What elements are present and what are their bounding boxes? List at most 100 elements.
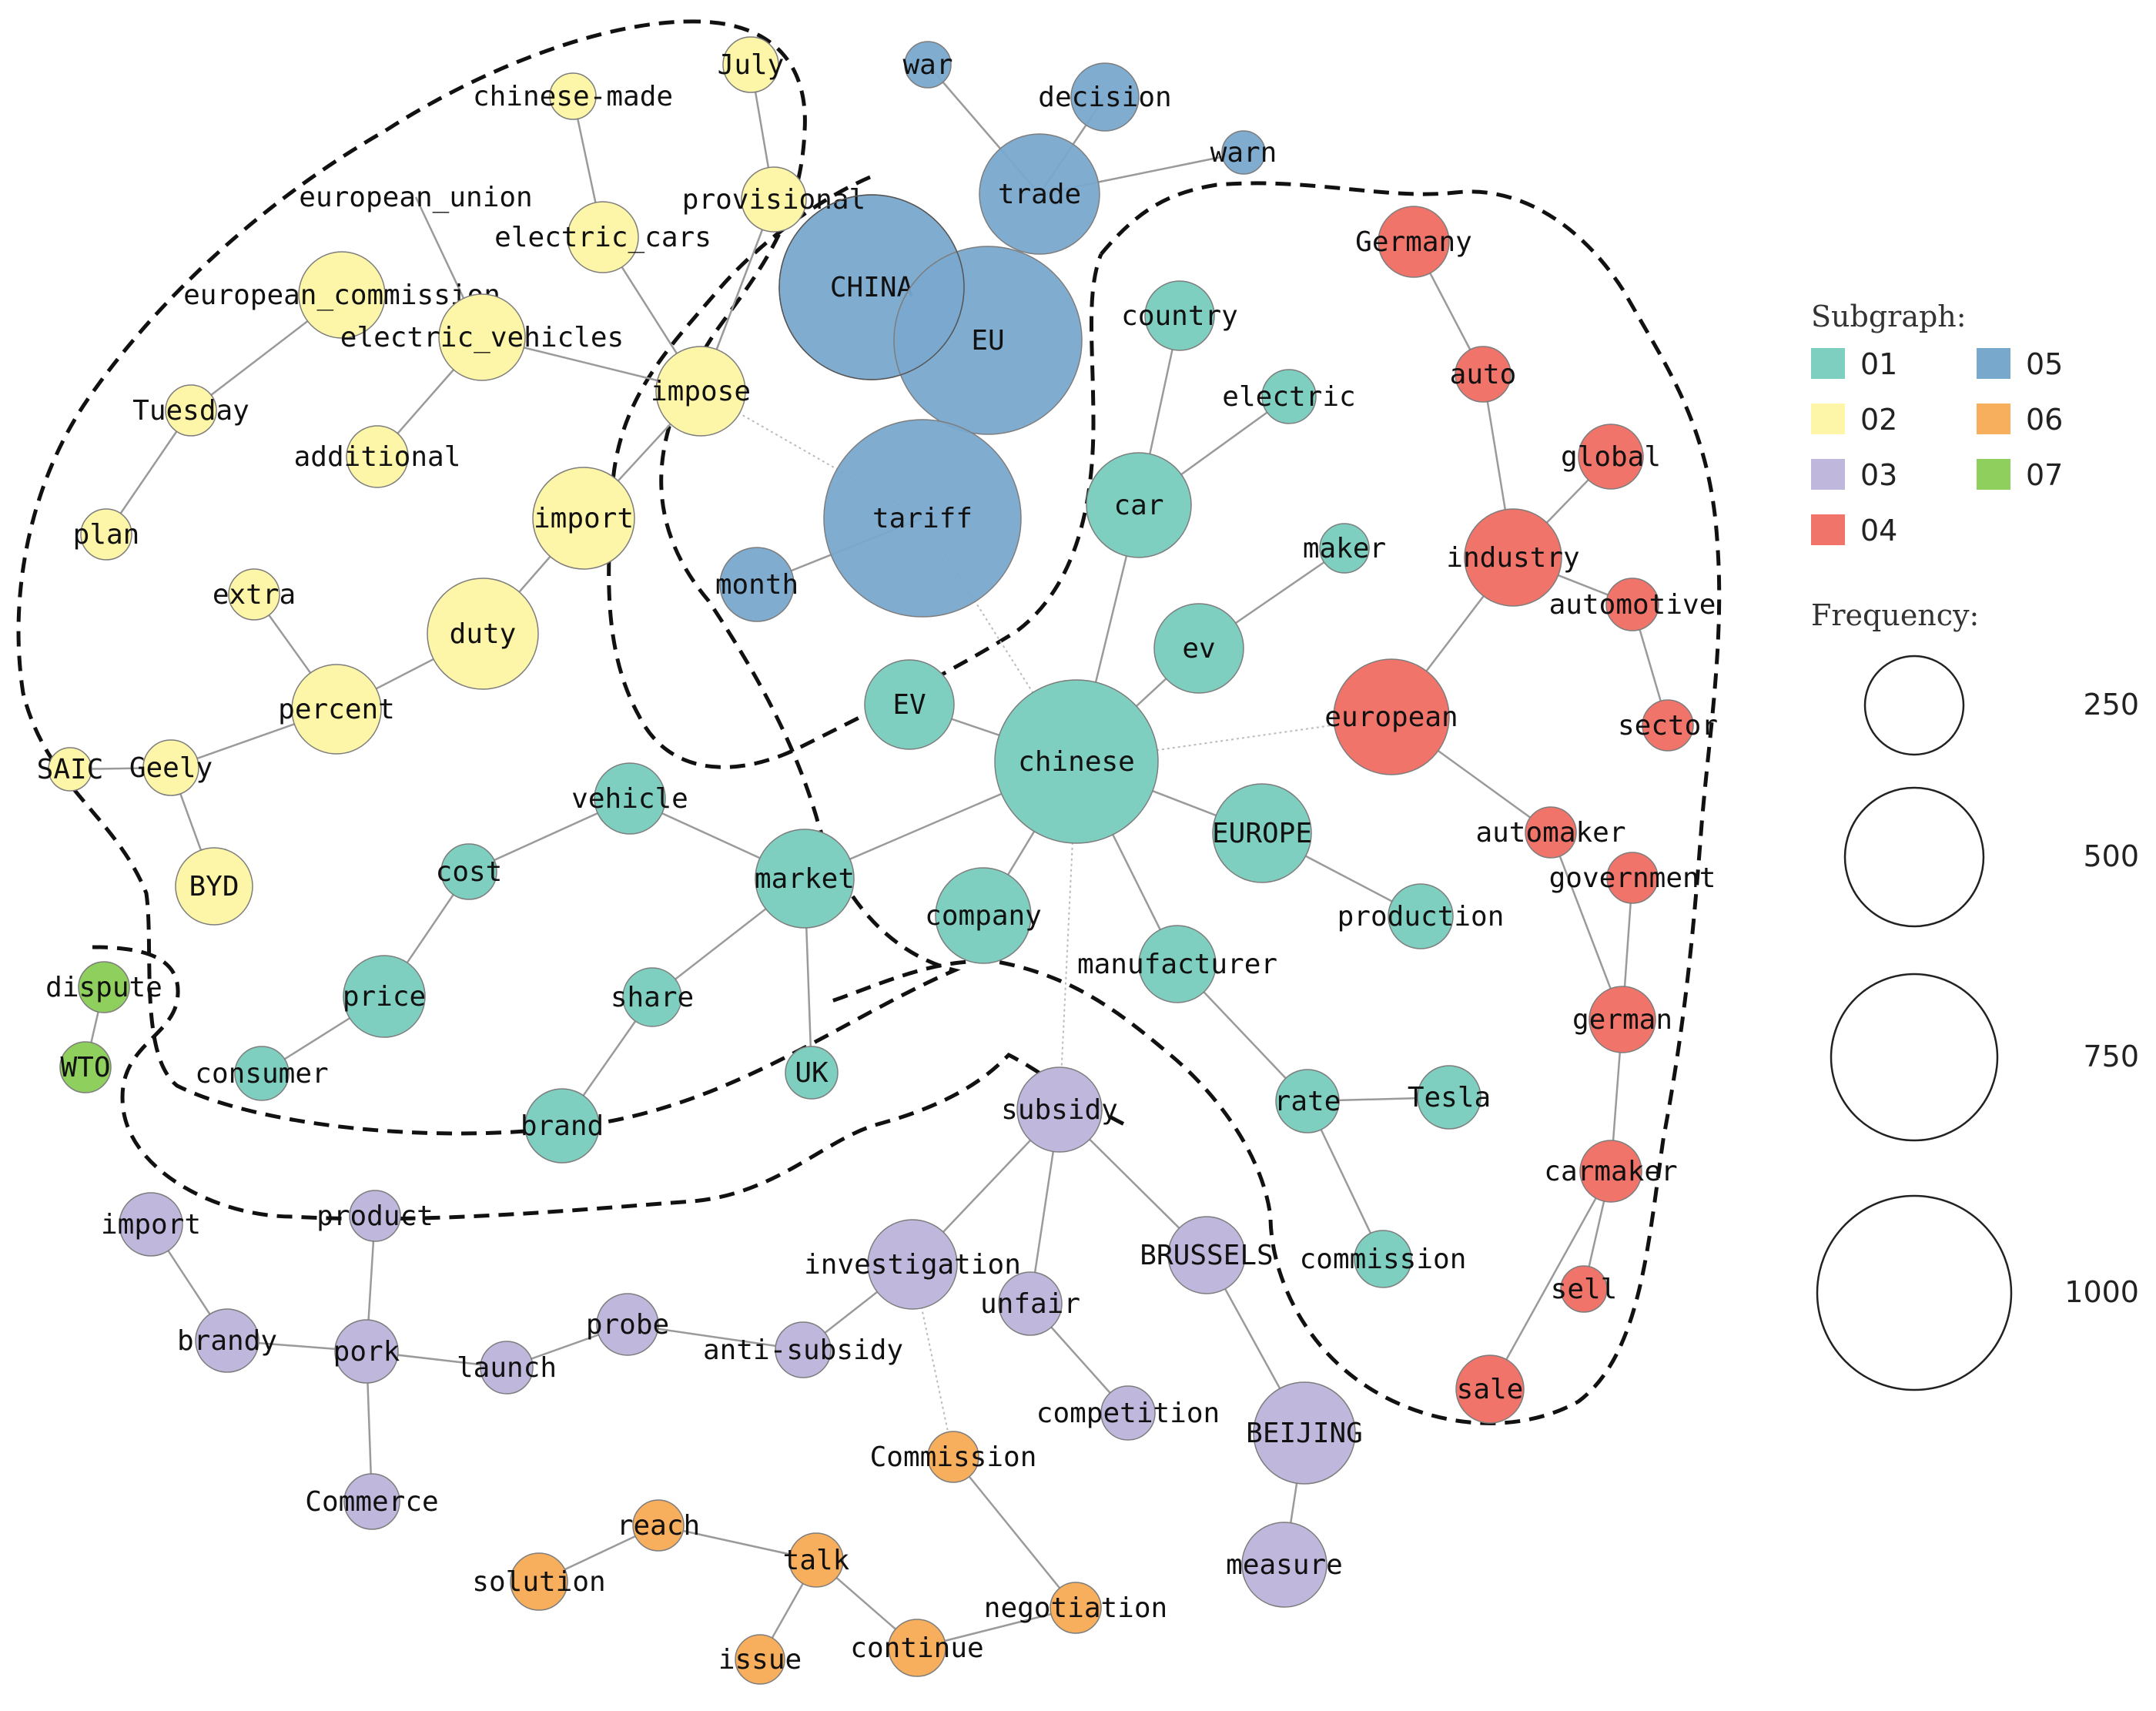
- node-label-tariff: tariff: [872, 503, 973, 534]
- node-circle-extra: [228, 568, 280, 621]
- node-circle-manufacturer: [1138, 925, 1217, 1003]
- node-circle-ev: [1153, 603, 1244, 694]
- node-label-sale: sale: [1457, 1374, 1524, 1405]
- node-circle-investigation: [867, 1219, 958, 1310]
- nodes: wardecisionwarntradeCHINAEUtariffmonthch…: [37, 36, 1718, 1685]
- node-brand: brand: [521, 1088, 604, 1164]
- node-label-EUROPE: EUROPE: [1212, 818, 1312, 849]
- node-circle-maker: [1319, 523, 1370, 574]
- node-label-WTO: WTO: [60, 1052, 110, 1083]
- node-cost: cost: [436, 843, 503, 900]
- legend-label-06: 06: [2026, 403, 2063, 437]
- node-circle-Germany: [1378, 206, 1450, 278]
- node-label-carmaker: carmaker: [1544, 1156, 1677, 1187]
- node-Tesla: Tesla: [1408, 1065, 1491, 1130]
- legend-label-03: 03: [1860, 458, 1897, 492]
- node-talk: talk: [783, 1532, 850, 1588]
- node-circle-european_commission: [298, 251, 386, 339]
- node-war: war: [902, 41, 953, 89]
- node-label-BEIJING: BEIJING: [1246, 1418, 1363, 1449]
- node-circle-brandy: [195, 1308, 259, 1373]
- node-label-electric_vehicles: electric_vehicles: [340, 322, 624, 353]
- legend-label-07: 07: [2026, 458, 2063, 492]
- node-circle-product: [349, 1190, 401, 1242]
- node-european_union: european_union: [299, 182, 532, 213]
- node-circle-rate: [1275, 1069, 1340, 1133]
- node-circle-EUROPE: [1212, 783, 1312, 883]
- node-label-Tesla: Tesla: [1408, 1082, 1491, 1113]
- node-circle-electric_cars: [567, 201, 639, 273]
- node-label-european_commission: european_commission: [183, 280, 500, 311]
- node-label-unfair: unfair: [980, 1288, 1080, 1320]
- node-circle-war: [904, 41, 952, 89]
- node-label-solution: solution: [472, 1566, 605, 1598]
- node-circle-production: [1388, 883, 1454, 949]
- node-electric_cars: electric_cars: [494, 201, 711, 273]
- node-label-manufacturer: manufacturer: [1077, 949, 1277, 980]
- legend-swatch-07: [1977, 459, 2010, 490]
- node-label-subsidy: subsidy: [1001, 1094, 1118, 1126]
- node-maker: maker: [1303, 523, 1386, 574]
- hull-subgraph-04: [831, 181, 1722, 1425]
- node-label-chinese-made: chinese-made: [473, 81, 673, 112]
- node-label-cost: cost: [436, 856, 503, 888]
- node-month: month: [715, 547, 798, 622]
- weak-edge-chinese-subsidy: [1059, 761, 1077, 1110]
- node-circle-EV: [864, 659, 955, 750]
- node-circle-consumer: [234, 1046, 290, 1101]
- node-label-UK: UK: [795, 1057, 829, 1089]
- node-circle-launch: [480, 1341, 534, 1395]
- node-extra: extra: [213, 568, 296, 621]
- node-label-production: production: [1337, 901, 1505, 933]
- hull-subgraph-07: [92, 945, 1126, 1221]
- node-label-sell: sell: [1551, 1274, 1618, 1305]
- node-label-company: company: [925, 900, 1042, 932]
- node-label-vehicle: vehicle: [571, 783, 688, 815]
- node-circle-commission: [1354, 1230, 1412, 1288]
- node-SAIC: SAIC: [37, 747, 104, 792]
- node-label-trade: trade: [998, 179, 1081, 210]
- node-circle-probe: [596, 1293, 659, 1356]
- node-government: government: [1549, 852, 1716, 904]
- node-circle-WTO: [59, 1041, 112, 1093]
- node-label-industry: industry: [1446, 542, 1579, 574]
- node-plan: plan: [73, 508, 139, 561]
- node-label-Commission: Commission: [870, 1441, 1037, 1473]
- legend-label-01: 01: [1860, 347, 1897, 381]
- node-label-July: July: [718, 49, 785, 81]
- node-Germany: Germany: [1355, 206, 1472, 278]
- node-consumer: consumer: [195, 1046, 329, 1101]
- cluster-hulls: [16, 19, 1722, 1425]
- node-label-CHINA: CHINA: [830, 272, 914, 303]
- node-country: country: [1121, 280, 1238, 351]
- node-circle-share: [622, 967, 682, 1027]
- node-circle-global: [1578, 424, 1644, 490]
- node-circle-chinese: [994, 679, 1159, 844]
- node-circle-dispute: [78, 961, 130, 1013]
- node-label-price: price: [343, 981, 426, 1013]
- node-label-electric: electric: [1222, 381, 1355, 413]
- node-production: production: [1337, 883, 1505, 949]
- node-warn: warn: [1210, 130, 1277, 175]
- node-circle-sector: [1642, 699, 1694, 752]
- node-commission: commission: [1300, 1230, 1466, 1288]
- node-automaker: automaker: [1475, 806, 1626, 859]
- node-label-import3: import: [101, 1209, 201, 1241]
- legend-size-circle-250: [1863, 655, 1965, 756]
- edge-carmaker-sale: [1488, 1170, 1612, 1390]
- node-circle-sale: [1455, 1354, 1525, 1424]
- node-label-SAIC: SAIC: [37, 754, 104, 785]
- node-manufacturer: manufacturer: [1077, 925, 1277, 1003]
- node-circle-government: [1606, 852, 1659, 904]
- node-label-negotiation: negotiation: [984, 1592, 1167, 1624]
- node-circle-decision: [1070, 62, 1140, 132]
- node-UK: UK: [785, 1046, 839, 1100]
- node-circle-July: [722, 36, 779, 93]
- node-negotiation: negotiation: [984, 1582, 1167, 1634]
- node-label-pork: pork: [333, 1336, 400, 1368]
- node-auto: auto: [1450, 346, 1516, 403]
- node-outline-CHINA: [778, 194, 965, 380]
- node-EU: EU: [893, 246, 1083, 435]
- node-label-warn: warn: [1210, 137, 1277, 169]
